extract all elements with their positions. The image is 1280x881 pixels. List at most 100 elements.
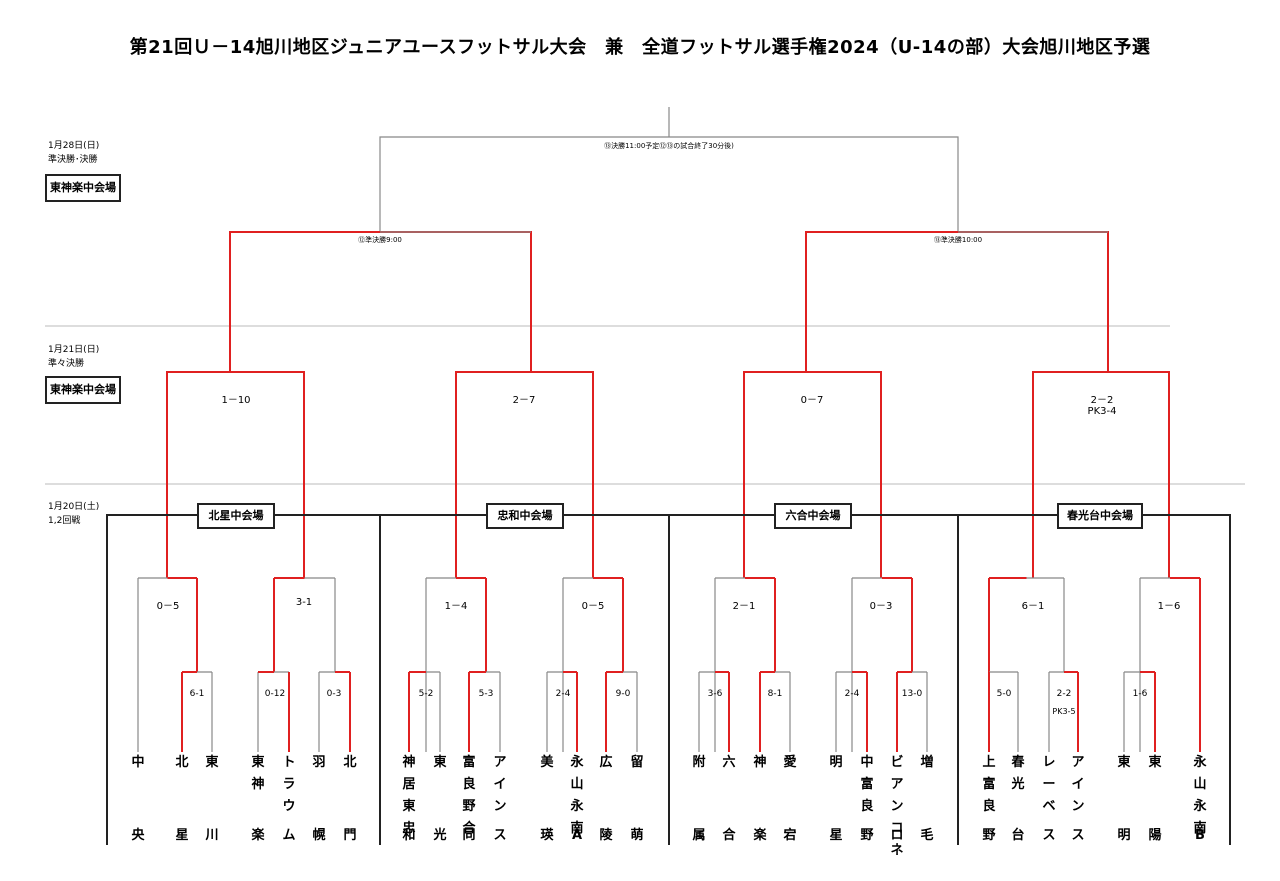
r2-score: 0－5 bbox=[156, 601, 180, 612]
team-name-upper: 増 bbox=[920, 755, 934, 770]
team-name: 愛宕 bbox=[780, 752, 800, 843]
team-name-last: ス bbox=[1042, 828, 1056, 843]
r1-score: 13-0 bbox=[901, 689, 923, 699]
team-name-upper: 東 bbox=[1148, 755, 1162, 770]
team-name: 美瑛 bbox=[537, 752, 557, 843]
r2-score: 3-1 bbox=[295, 597, 313, 608]
team-name-last: 和 bbox=[402, 828, 416, 843]
venue-rokugo: 六合中会場 bbox=[774, 503, 852, 529]
team-name: 富良野合同 bbox=[459, 752, 479, 843]
team-name-upper: 永山永南 bbox=[570, 755, 584, 836]
team-name: 羽幌 bbox=[309, 752, 329, 843]
r1-score: 5-0 bbox=[996, 689, 1012, 699]
qf-day-label: 1月21日(日) 準々決勝 bbox=[48, 343, 99, 371]
team-name-last: 楽 bbox=[251, 828, 265, 843]
r1-score: 5-2 bbox=[418, 689, 434, 699]
venue-hokusei: 北星中会場 bbox=[197, 503, 275, 529]
team-name-upper: 北 bbox=[343, 755, 357, 770]
team-name-last: 陵 bbox=[599, 828, 613, 843]
r1-score: 2-4 bbox=[555, 689, 571, 699]
bracket-line bbox=[743, 371, 813, 578]
r1-score: 0-3 bbox=[326, 689, 342, 699]
team-name-last: ム bbox=[282, 828, 296, 843]
r1-pk-score: PK3-5 bbox=[1052, 707, 1076, 716]
team-name: 東陽 bbox=[1145, 752, 1165, 843]
team-name: 六合 bbox=[719, 752, 739, 843]
team-name-last: 同 bbox=[462, 828, 476, 843]
team-name-upper: 上富良 bbox=[982, 755, 996, 814]
team-name-last: ス bbox=[1071, 828, 1085, 843]
team-name-last: 属 bbox=[692, 828, 706, 843]
team-name-last: ス bbox=[493, 828, 507, 843]
qf-score: 0－7 bbox=[800, 395, 824, 406]
team-name-upper: 美 bbox=[540, 755, 554, 770]
team-name-last: 楽 bbox=[753, 828, 767, 843]
qf-day-date: 1月21日(日) bbox=[48, 345, 100, 355]
team-name-last: 光 bbox=[433, 828, 447, 843]
venue-qf: 東神楽中会場 bbox=[45, 376, 121, 404]
team-name-upper: 東 bbox=[205, 755, 219, 770]
team-name-upper: アイン bbox=[1071, 755, 1085, 814]
team-name-last: ロ bbox=[890, 828, 904, 843]
team-name-upper: レーベ bbox=[1042, 755, 1056, 814]
r1-score: 9-0 bbox=[615, 689, 631, 699]
team-name-last: 野 bbox=[860, 828, 874, 843]
final-day-date: 1月28日(日) bbox=[48, 141, 100, 151]
final-annotation: ⑬決勝11:00予定⑫⑬の試合終了30分後) bbox=[604, 141, 734, 151]
team-name-last: 萌 bbox=[630, 828, 644, 843]
r2-score: 0－3 bbox=[869, 601, 893, 612]
team-name-upper: 神 bbox=[753, 755, 767, 770]
r1-score: 5-3 bbox=[478, 689, 494, 699]
team-name: 北星 bbox=[172, 752, 192, 843]
venue-final: 東神楽中会場 bbox=[45, 174, 121, 202]
team-name-upper: アイン bbox=[493, 755, 507, 814]
team-name-upper: 永山永南 bbox=[1193, 755, 1207, 836]
team-name: 広陵 bbox=[596, 752, 616, 843]
final-day-label: 1月28日(日) 準決勝･決勝 bbox=[48, 139, 99, 167]
team-name-upper: ビアンコネ bbox=[890, 755, 904, 858]
team-name: アインス bbox=[490, 752, 510, 843]
team-name-last: 陽 bbox=[1148, 828, 1162, 843]
team-name-last: 門 bbox=[343, 828, 357, 843]
team-name: 留萌 bbox=[627, 752, 647, 843]
team-name-upper: 中富良 bbox=[860, 755, 874, 814]
qf-day-round: 準々決勝 bbox=[48, 359, 85, 369]
r2-score: 6－1 bbox=[1021, 601, 1045, 612]
bracket-line bbox=[805, 231, 1109, 372]
team-name-upper: トラウ bbox=[282, 755, 296, 814]
r1-score: 8-1 bbox=[767, 689, 783, 699]
team-name-last: 星 bbox=[175, 828, 189, 843]
team-name-upper: 広 bbox=[599, 755, 613, 770]
bracket-line bbox=[166, 371, 305, 578]
team-name: 明星 bbox=[826, 752, 846, 843]
venue-chuwa: 忠和中会場 bbox=[486, 503, 564, 529]
r1-score: 3-6 bbox=[707, 689, 723, 699]
team-name-upper: 東 bbox=[1117, 755, 1131, 770]
team-name: 東明 bbox=[1114, 752, 1134, 843]
bracket-line bbox=[229, 231, 532, 372]
team-name: トラウム bbox=[279, 752, 299, 843]
bracket-line bbox=[1032, 371, 1170, 578]
team-name: 神楽 bbox=[750, 752, 770, 843]
r1-score: 1-6 bbox=[1132, 689, 1148, 699]
team-name-upper: 羽 bbox=[312, 755, 326, 770]
r1-day-round: 1,2回戦 bbox=[48, 516, 81, 526]
team-name-last: 幌 bbox=[312, 828, 326, 843]
qf-score: 1－10 bbox=[221, 395, 251, 406]
sf2-annotation: ⑬準決勝10:00 bbox=[933, 235, 983, 245]
qf-score: 2－2 bbox=[1090, 395, 1114, 406]
qf-score: 2－7 bbox=[512, 395, 536, 406]
team-name-upper: 春光 bbox=[1011, 755, 1025, 792]
team-name: 東光 bbox=[430, 752, 450, 843]
team-name-last: 合 bbox=[722, 828, 736, 843]
r1-score: 0-12 bbox=[264, 689, 286, 699]
team-name-upper: 六 bbox=[722, 755, 736, 770]
team-name-upper: 明 bbox=[829, 755, 843, 770]
team-name-last: 台 bbox=[1011, 828, 1025, 843]
team-name: レーベス bbox=[1039, 752, 1059, 843]
team-name-last: B bbox=[1195, 828, 1205, 843]
team-name-last: 川 bbox=[205, 828, 219, 843]
r2-score: 1－4 bbox=[444, 601, 468, 612]
